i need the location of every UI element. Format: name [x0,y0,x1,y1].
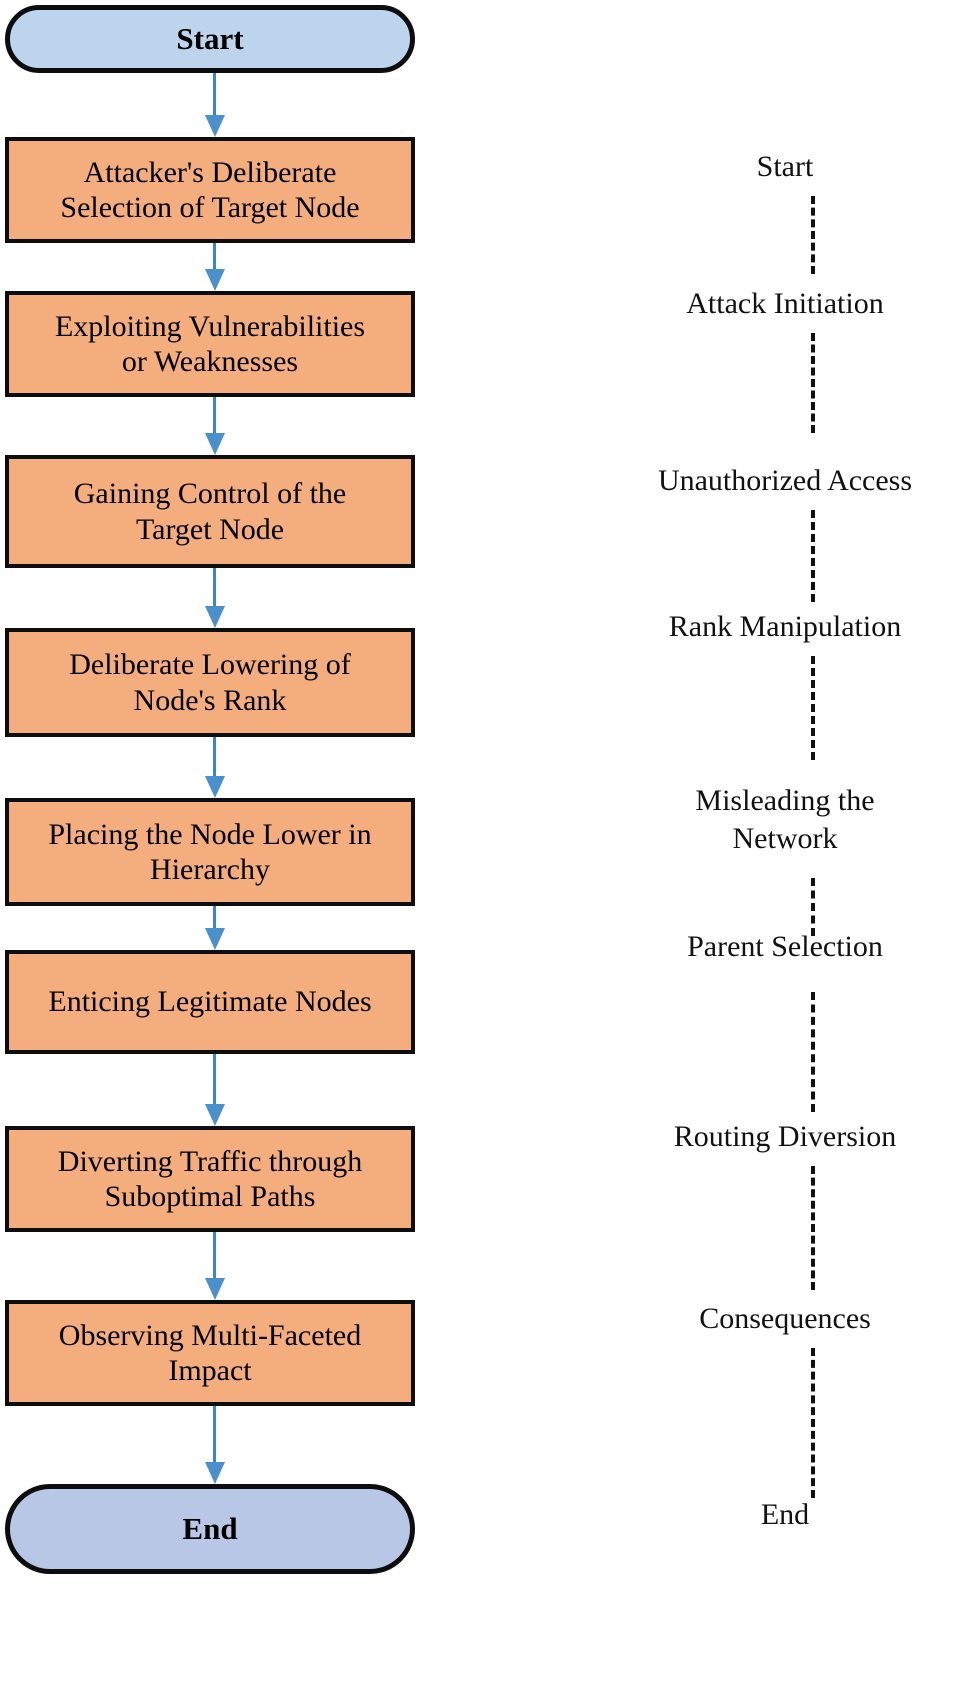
flow-node-step8[interactable]: Observing Multi-Faceted Impact [5,1300,415,1406]
arrow-line [213,243,216,271]
arrow-head-icon [204,1104,225,1126]
stage-label-attack-initiation: Attack Initiation [686,287,884,320]
stage-dash-2 [811,333,815,433]
arrow-line [213,737,216,778]
flow-column: Start Attacker's Deliberate Selection of… [5,0,415,1691]
flow-node-label: Gaining Control of the Target Node [73,477,347,546]
stage-label-end: End [760,1498,810,1531]
stage-label-misleading-the-network: Misleading the Network [695,784,875,855]
arrow-line [213,73,216,117]
flow-arrow-step3-step4 [204,568,225,628]
flow-arrow-step4-step5 [204,737,225,798]
flow-arrow-step6-step7 [204,1054,225,1126]
flow-node-label: Start [176,20,244,56]
flow-node-step6[interactable]: Enticing Legitimate Nodes [5,950,415,1054]
stage-dash-4 [811,656,815,760]
arrow-line [213,397,216,435]
arrow-head-icon [204,606,225,628]
stage-dash-1 [811,196,815,274]
stage-dash-8 [811,1348,815,1498]
stage-dash-6 [811,992,815,1112]
flow-node-label: Enticing Legitimate Nodes [48,985,372,1019]
stage-label-unauthorized-access: Unauthorized Access [657,464,913,497]
arrow-head-icon [204,1278,225,1300]
flow-arrow-step1-step2 [204,243,225,291]
flow-node-step4[interactable]: Deliberate Lowering of Node's Rank [5,628,415,737]
flow-node-step3[interactable]: Gaining Control of the Target Node [5,455,415,568]
stage-label-rank-manipulation: Rank Manipulation [668,610,902,643]
flow-arrow-step8-end [204,1406,225,1484]
flow-node-step1[interactable]: Attacker's Deliberate Selection of Targe… [5,137,415,243]
arrow-line [213,1054,216,1106]
flow-node-step5[interactable]: Placing the Node Lower in Hierarchy [5,798,415,906]
arrow-head-icon [204,433,225,455]
flow-node-label: Attacker's Deliberate Selection of Targe… [60,155,360,224]
arrow-head-icon [204,776,225,798]
stage-dash-3 [811,510,815,602]
flow-node-step2[interactable]: Exploiting Vulnerabilities or Weaknesses [5,291,415,397]
stage-dash-5 [811,878,815,936]
arrow-head-icon [204,115,225,137]
flow-arrow-step2-step3 [204,397,225,455]
stage-label-parent-selection: Parent Selection [687,930,883,963]
flow-node-label: Placing the Node Lower in Hierarchy [48,817,372,886]
flow-node-step7[interactable]: Diverting Traffic through Suboptimal Pat… [5,1126,415,1232]
stage-column: Start Attack Initiation Unauthorized Acc… [600,0,970,1691]
stage-label-start: Start [756,150,814,183]
flow-arrow-start-step1 [204,73,225,137]
flow-node-start[interactable]: Start [5,5,415,73]
arrow-head-icon [204,928,225,950]
flow-node-label: End [182,1510,238,1546]
stage-label-consequences: Consequences [699,1302,871,1335]
flow-arrow-step5-step6 [204,906,225,950]
stage-label-routing-diversion: Routing Diversion [673,1120,897,1153]
arrow-line [213,906,216,930]
flow-node-label: Diverting Traffic through Suboptimal Pat… [57,1144,363,1213]
flow-node-end[interactable]: End [5,1484,415,1574]
arrow-head-icon [204,1462,225,1484]
flow-node-label: Exploiting Vulnerabilities or Weaknesses [54,309,366,378]
arrow-line [213,1406,216,1464]
arrow-head-icon [204,269,225,291]
arrow-line [213,568,216,608]
flow-node-label: Deliberate Lowering of Node's Rank [69,648,351,717]
stage-dash-7 [811,1166,815,1290]
arrow-line [213,1232,216,1280]
flow-arrow-step7-step8 [204,1232,225,1300]
flow-node-label: Observing Multi-Faceted Impact [58,1318,362,1387]
